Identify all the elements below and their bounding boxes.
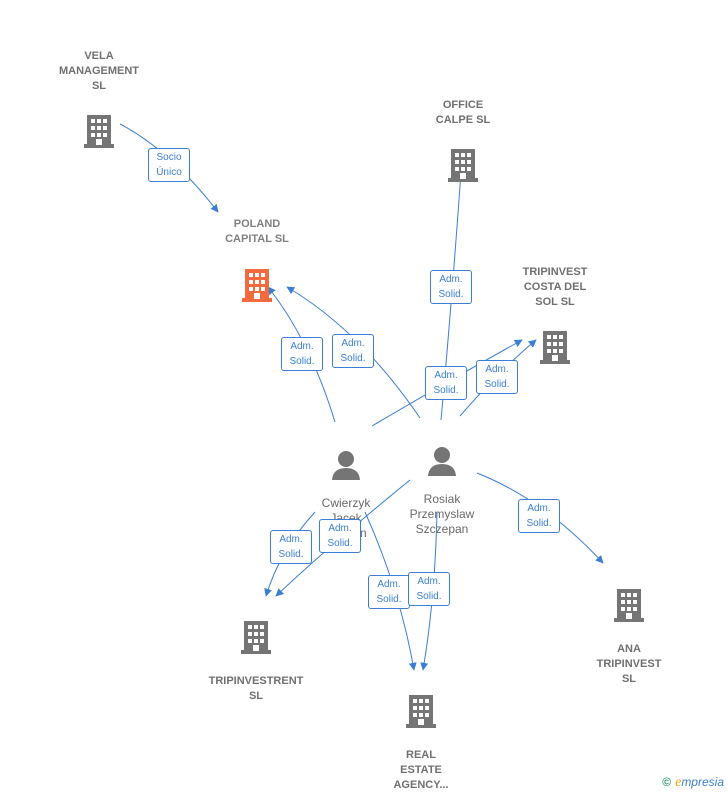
badge-adm-solid[interactable]: Adm. Solid.: [430, 270, 472, 304]
person-icon: [332, 451, 360, 480]
badge-socio-unico[interactable]: Socio Único: [148, 148, 190, 182]
building-icon: [84, 115, 114, 148]
node-tripinvest-costa-del-sol[interactable]: TRIPINVEST COSTA DEL SOL SL: [500, 250, 610, 380]
node-label: POLAND CAPITAL SL: [225, 218, 289, 245]
node-label: Rosiak Przemyslaw Szczepan: [409, 492, 475, 536]
badge-adm-solid[interactable]: Adm. Solid.: [270, 530, 312, 564]
node-office-calpe[interactable]: OFFICE CALPE SL: [408, 83, 518, 198]
node-vela-management[interactable]: VELA MANAGEMENT SL: [44, 34, 154, 164]
node-ana-tripinvest[interactable]: ANA TRIPINVEST SL: [574, 572, 684, 702]
node-label: ANA TRIPINVEST SL: [596, 643, 662, 685]
badge-adm-solid[interactable]: Adm. Solid.: [281, 337, 323, 371]
building-icon: [241, 621, 271, 654]
node-rosiak[interactable]: Rosiak Przemyslaw Szczepan: [388, 430, 496, 552]
node-label: TRIPINVESTRENT SL: [208, 675, 304, 702]
building-icon: [406, 695, 436, 728]
node-tripinvestrent[interactable]: TRIPINVESTRENT SL: [196, 604, 316, 719]
node-label: OFFICE CALPE SL: [435, 99, 491, 126]
brand-logo: e: [675, 775, 682, 790]
badge-adm-solid[interactable]: Adm. Solid.: [368, 575, 410, 609]
badge-adm-solid[interactable]: Adm. Solid.: [332, 334, 374, 368]
node-poland-capital[interactable]: POLAND CAPITAL SL: [202, 202, 312, 319]
building-icon: [540, 331, 570, 364]
building-icon: [614, 589, 644, 622]
building-icon: [448, 149, 478, 182]
brand-name: mpresia: [681, 775, 724, 789]
badge-adm-solid[interactable]: Adm. Solid.: [408, 572, 450, 606]
node-label: TRIPINVEST COSTA DEL SOL SL: [522, 266, 588, 308]
person-icon: [428, 447, 456, 476]
badge-adm-solid[interactable]: Adm. Solid.: [518, 499, 560, 533]
copyright-icon: ©: [662, 775, 672, 789]
building-icon: [242, 269, 272, 302]
node-label: VELA MANAGEMENT SL: [58, 50, 140, 92]
node-real-estate-agency[interactable]: REAL ESTATE AGENCY...: [366, 678, 476, 808]
badge-adm-solid[interactable]: Adm. Solid.: [319, 519, 361, 553]
node-label: REAL ESTATE AGENCY...: [393, 749, 449, 791]
badge-adm-solid[interactable]: Adm. Solid.: [476, 360, 518, 394]
badge-adm-solid[interactable]: Adm. Solid.: [425, 366, 467, 400]
empresia-footer: ©empresia: [662, 775, 724, 791]
